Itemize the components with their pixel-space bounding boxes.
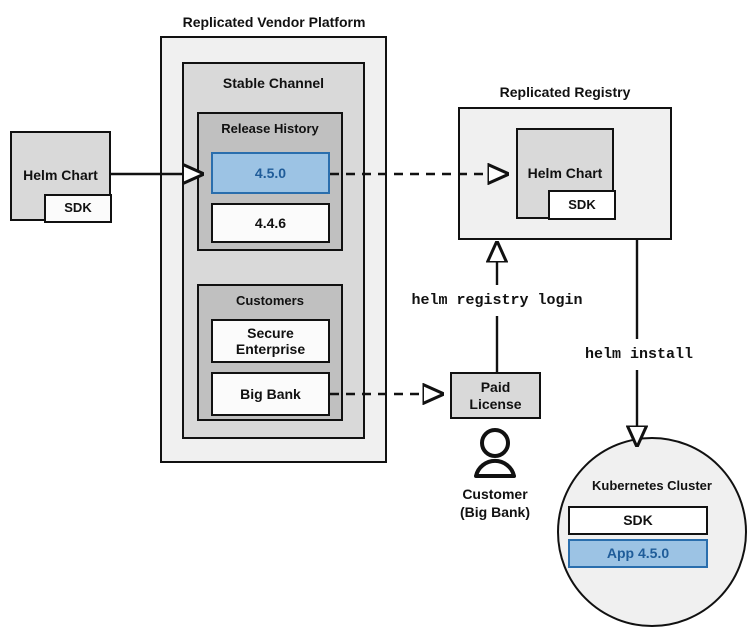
release-item-450-label: 4.5.0 <box>254 164 287 181</box>
helm-chart-left-label: Helm Chart <box>23 167 98 183</box>
helm-chart-left-sdk-box: SDK <box>44 194 112 223</box>
cmd-helm-install-label: helm install <box>584 346 694 363</box>
registry-title: Replicated Registry <box>499 84 631 100</box>
customer-big-bank[interactable]: Big Bank <box>211 372 330 416</box>
customer-person-label: Customer (Big Bank) <box>460 486 530 520</box>
release-item-446-label: 4.4.6 <box>254 214 287 231</box>
release-history-label: Release History <box>221 121 319 136</box>
k8s-app-label: App 4.5.0 <box>606 545 670 562</box>
customer-big-bank-label: Big Bank <box>240 385 301 402</box>
cmd-registry-login-label: helm registry login <box>411 292 583 309</box>
customers-label: Customers <box>236 293 304 308</box>
registry-sdk-label: SDK <box>568 196 596 212</box>
registry-helm-chart-label: Helm Chart <box>527 165 603 181</box>
release-item-446[interactable]: 4.4.6 <box>211 203 330 243</box>
stable-channel-label: Stable Channel <box>222 75 325 91</box>
k8s-sdk-label: SDK <box>623 512 653 529</box>
paid-license-box[interactable]: Paid License <box>450 372 541 419</box>
release-item-450[interactable]: 4.5.0 <box>211 152 330 194</box>
customer-secure-enterprise[interactable]: Secure Enterprise <box>211 319 330 363</box>
paid-license-label: Paid License <box>469 379 522 412</box>
helm-chart-left-sdk-label: SDK <box>64 200 92 216</box>
vendor-platform-title: Replicated Vendor Platform <box>182 14 366 30</box>
customer-secure-enterprise-label: Secure Enterprise <box>235 324 306 357</box>
k8s-sdk-box[interactable]: SDK <box>568 506 708 535</box>
k8s-app-box[interactable]: App 4.5.0 <box>568 539 708 568</box>
kubernetes-cluster-label: Kubernetes Cluster <box>592 478 712 493</box>
registry-sdk-box: SDK <box>548 190 616 220</box>
